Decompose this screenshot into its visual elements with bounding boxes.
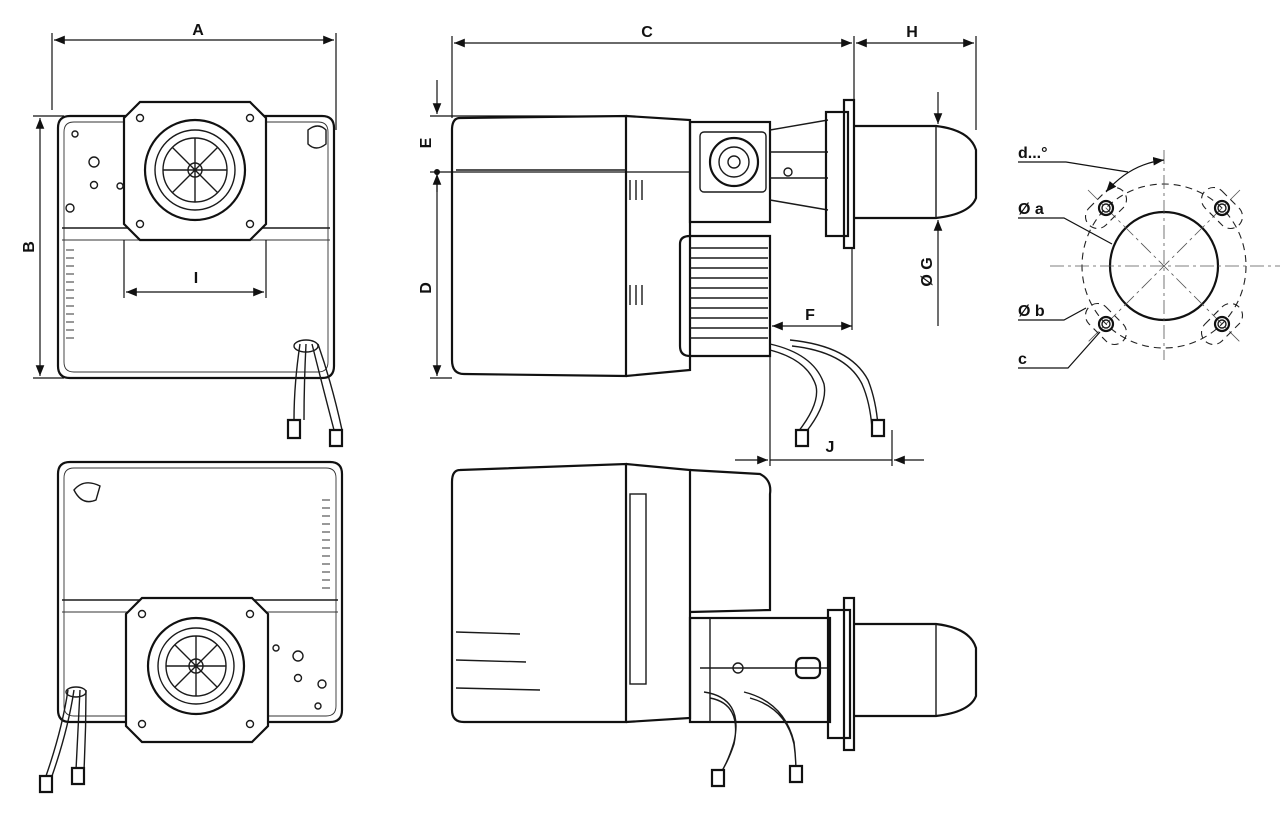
top-view [56, 100, 344, 448]
dim-label-b: B [21, 241, 38, 253]
side-view-opposite [450, 462, 978, 788]
dim-label-a: A [192, 22, 204, 39]
label-dia-a: Ø a [1018, 201, 1044, 218]
dim-label-i: I [194, 270, 198, 287]
label-dia-b: Ø b [1018, 303, 1045, 320]
label-d-angle: d...° [1018, 145, 1048, 162]
label-c: c [1018, 351, 1027, 368]
dim-label-j: J [826, 439, 835, 456]
dim-label-d: D [418, 282, 435, 294]
dim-label-f: F [805, 307, 815, 324]
flange-detail [1018, 150, 1280, 369]
vent-slots [66, 249, 74, 339]
dim-label-g: Ø G [919, 257, 936, 286]
bottom-view [38, 460, 344, 794]
dim-label-e: E [418, 137, 435, 148]
dim-label-h: H [906, 24, 918, 41]
dim-label-c: C [641, 24, 653, 41]
side-view [450, 98, 978, 448]
